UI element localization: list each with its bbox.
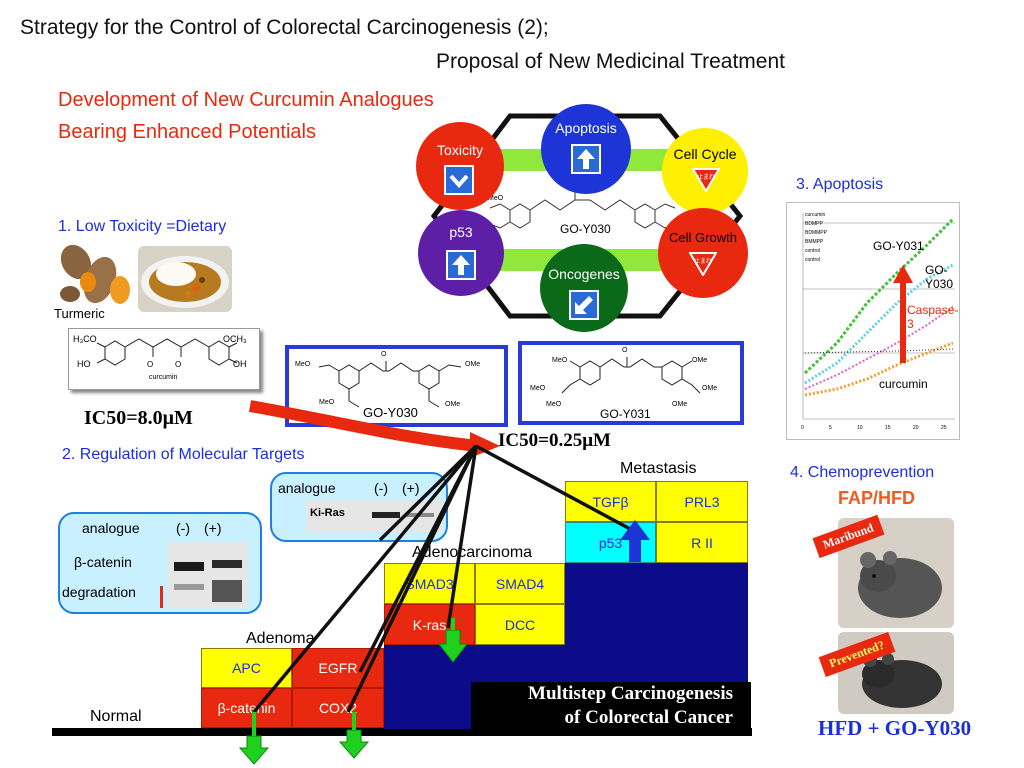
- degradation-marker: [160, 586, 163, 608]
- blot2-band: Ki-Ras: [310, 507, 345, 519]
- turmeric-label: Turmeric: [54, 306, 105, 321]
- down-arrow-cox2: [338, 729, 370, 759]
- development-heading-line1: Development of New Curcumin Analogues: [58, 89, 434, 111]
- stage-adenoma: Adenoma: [246, 630, 315, 647]
- toxicity-circle: Toxicity: [416, 122, 504, 210]
- target-line-egfr: [358, 445, 478, 673]
- section4-heading: 4. Chemoprevention: [790, 464, 935, 481]
- blot1-row2: degradation: [62, 584, 136, 600]
- series-curcumin: [804, 341, 954, 397]
- cell-cycle-circle: Cell Cycle 止まれ: [662, 128, 748, 214]
- caspase-arrowhead: [893, 265, 913, 283]
- blot2-minus: (-): [374, 480, 388, 496]
- curry-photo: [138, 246, 232, 312]
- gene-smad4: SMAD4: [475, 563, 565, 604]
- down-arrow-beta-catenin: [238, 735, 270, 765]
- cell-cycle-label: Cell Cycle: [673, 146, 737, 162]
- beta-catenin-blot-image: [168, 542, 248, 608]
- chart-label-go-y030: GO-Y030: [925, 263, 954, 291]
- series-bmmpp: [804, 306, 954, 390]
- caption-line1: Multistep Carcinogenesis: [528, 683, 733, 704]
- blot2-analogue: analogue: [278, 480, 336, 496]
- gene-prl3: PRL3: [656, 481, 748, 522]
- go-y031-label: GO-Y031: [600, 407, 651, 421]
- chart-legend: curcumin BDMPP BDMMPP BMMPP control cont…: [805, 212, 827, 263]
- blot2-plus: (+): [402, 480, 420, 496]
- target-line-beta-catenin: [252, 444, 478, 714]
- slide-title-line2: Proposal of New Medicinal Treatment: [436, 50, 785, 73]
- caption-line2: of Colorectal Cancer: [564, 707, 733, 728]
- hex-meo-label-1: MeO: [488, 195, 504, 202]
- gene-tgfb: TGFβ: [565, 481, 656, 522]
- curcumin-structure-label: curcumin: [149, 374, 178, 381]
- slide-title-line1: Strategy for the Control of Colorectal C…: [20, 16, 549, 39]
- section4-caption: HFD + GO-Y030: [818, 716, 972, 740]
- apoptosis-chart: curcumin BDMPP BDMMPP BMMPP control cont…: [786, 202, 960, 440]
- chart-label-go-y031: GO-Y031: [873, 239, 924, 253]
- chart-label-curcumin: curcumin: [879, 377, 928, 391]
- section4-subtitle: FAP/HFD: [838, 488, 916, 508]
- gene-smad3: SMAD3: [384, 563, 475, 604]
- curcumin-structure: H₃CO HO OCH₃ OH O O curcumin: [68, 328, 260, 390]
- chart-label-caspase: Caspase-3: [907, 303, 959, 331]
- adenocarcinoma-tumor-block: [565, 563, 748, 645]
- blot1-row1: β-catenin: [74, 554, 132, 570]
- hexagon-diagram: MeO OMe GO-Y030 Apoptosis Toxicity Cell …: [410, 100, 770, 332]
- beta-catenin-blot-panel: analogue (-) (+) β-catenin degradation: [58, 512, 262, 614]
- cell-growth-circle: Cell Growth 止まれ: [658, 208, 748, 298]
- series-go-y031: [803, 217, 955, 375]
- carcinogenesis-caption: Multistep Carcinogenesis of Colorectal C…: [471, 682, 751, 731]
- blot1-minus: (-): [176, 520, 190, 536]
- section1-heading: 1. Low Toxicity =Dietary: [58, 218, 227, 235]
- ic50-curcumin: IC50=8.0μM: [84, 407, 193, 429]
- up-arrow-p53: [620, 520, 650, 562]
- blot1-analogue: analogue: [82, 520, 140, 536]
- chevron-down-icon: [444, 165, 474, 195]
- series-go-y030: [804, 263, 954, 385]
- go-y030-structure: MeO MeO OMe OMe O GO-Y030: [285, 345, 508, 427]
- toxicity-label: Toxicity: [437, 142, 483, 158]
- stage-adenocarcinoma: Adenocarcinoma: [412, 544, 533, 561]
- baseline-bar: [52, 728, 752, 736]
- hex-center-label: GO-Y030: [560, 222, 611, 236]
- down-arrow-kras: [437, 629, 469, 663]
- gene-cox2: COX2: [292, 688, 384, 728]
- target-line-kras: [446, 445, 478, 629]
- section3-heading: 3. Apoptosis: [796, 176, 884, 193]
- stage-normal: Normal: [90, 708, 142, 725]
- oncogenes-circle: Oncogenes: [540, 244, 628, 332]
- arrow-down-left-icon: [569, 290, 599, 320]
- development-heading-line2: Bearing Enhanced Potentials: [58, 121, 316, 143]
- target-line-ki-ras: [378, 444, 478, 542]
- stop-sign-icon: 止まれ: [691, 168, 721, 197]
- ic50-analogue: IC50=0.25μM: [498, 430, 611, 451]
- p53-circle: p53: [418, 210, 504, 296]
- gene-kras: K-ras: [384, 604, 475, 645]
- cell-growth-label: Cell Growth: [669, 230, 737, 245]
- arrow-up-icon: [446, 250, 476, 280]
- p53-label: p53: [449, 224, 473, 240]
- apoptosis-label: Apoptosis: [555, 120, 617, 136]
- stop-sign-icon: 止まれ: [688, 252, 718, 281]
- go-y031-structure: MeO MeO MeO OMe OMe OMe O GO-Y031: [518, 341, 744, 425]
- potency-arrowhead: [470, 432, 500, 458]
- potency-arrow: [248, 400, 479, 452]
- oncogenes-label: Oncogenes: [548, 266, 620, 282]
- turmeric-photo: [52, 242, 132, 312]
- arrow-up-icon: [571, 144, 601, 174]
- apoptosis-circle: Apoptosis: [541, 104, 631, 194]
- series-control: [804, 348, 954, 354]
- gene-r2: R II: [656, 522, 748, 563]
- blot1-plus: (+): [204, 520, 222, 536]
- go-y030-label: GO-Y030: [363, 405, 418, 420]
- target-line-p53: [475, 444, 633, 532]
- stage-metastasis: Metastasis: [620, 460, 697, 477]
- gene-apc: APC: [201, 648, 292, 688]
- section2-heading: 2. Regulation of Molecular Targets: [62, 446, 305, 463]
- gene-dcc: DCC: [475, 604, 565, 645]
